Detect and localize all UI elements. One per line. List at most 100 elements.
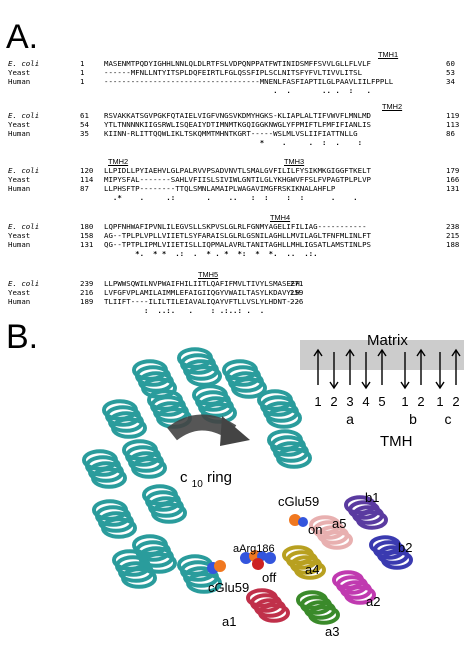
seq-start: 1 bbox=[80, 59, 85, 68]
ring-helix bbox=[257, 389, 302, 429]
sequence: LLPHSFTP--------TTQLSMNLAMAIPLWAGAVIMGFR… bbox=[104, 184, 336, 193]
seq-start: 54 bbox=[80, 120, 89, 129]
sequence: LLPIDLLPYIAEHVLGLPALRVVPSADVNVTLSMALGVFI… bbox=[104, 166, 371, 175]
tmh-label: TMH2 bbox=[108, 157, 129, 166]
seq-start: 216 bbox=[80, 288, 94, 297]
a4-helix bbox=[282, 545, 326, 580]
ring-helix bbox=[142, 484, 187, 524]
helix-number: 2 bbox=[330, 394, 337, 409]
species-name: Human bbox=[8, 240, 31, 249]
species-name: E. coli bbox=[8, 59, 40, 68]
species-name: Human bbox=[8, 297, 31, 306]
structure-labels: cGlu59 aArg186 on off cGlu59 a1 a2 a3 a4… bbox=[208, 490, 412, 639]
ring-label-subscript: 10 bbox=[192, 479, 204, 490]
seq-end: 119 bbox=[446, 111, 460, 120]
ring-helix bbox=[92, 499, 137, 539]
ring-helix bbox=[177, 347, 222, 387]
ring-helix bbox=[122, 439, 167, 479]
consensus-line: *. * * .: . * . * *: * *. .. .:. bbox=[104, 249, 327, 258]
c10-ring bbox=[82, 347, 312, 594]
residue-sphere bbox=[252, 558, 264, 570]
species-name: Human bbox=[8, 129, 31, 138]
a1-label: a1 bbox=[222, 614, 236, 629]
a2-label: a2 bbox=[366, 594, 380, 609]
cglu59-top-label: cGlu59 bbox=[278, 494, 319, 509]
helix-number: 5 bbox=[378, 394, 385, 409]
species-name: E. coli bbox=[8, 111, 40, 120]
residue-sphere bbox=[240, 552, 252, 564]
helix-number: 1 bbox=[401, 394, 408, 409]
b1-label: b1 bbox=[365, 490, 379, 505]
seq-end: 86 bbox=[446, 129, 455, 138]
helix-numbers: 1 2 3 4 5 1 2 1 2 bbox=[314, 394, 459, 409]
seq-end: 34 bbox=[446, 77, 455, 86]
helix-number: 4 bbox=[362, 394, 369, 409]
species-name: E. coli bbox=[8, 166, 40, 175]
ring-helix bbox=[222, 359, 267, 399]
subunit-label-b: b bbox=[409, 411, 417, 427]
species-name: Yeast bbox=[8, 288, 31, 297]
seq-end: 60 bbox=[446, 59, 455, 68]
on-label: on bbox=[308, 522, 322, 537]
helix-number: 2 bbox=[452, 394, 459, 409]
seq-start: 180 bbox=[80, 222, 94, 231]
sequence: KIINN-RLITTQQWLIKLTSKQMMTMHNTKGRT-----WS… bbox=[104, 129, 358, 138]
seq-start: 158 bbox=[80, 231, 94, 240]
seq-end: 166 bbox=[446, 175, 460, 184]
tmh-label: TMH1 bbox=[378, 50, 399, 59]
subunit-label-c: c bbox=[445, 411, 452, 427]
sequence: AG--TPLPLVPLLVIIETLSYFARAISLGLRLGSNILAGH… bbox=[104, 231, 371, 240]
consensus-line: : ..:. . : .:..: . . bbox=[104, 306, 282, 315]
residue-sphere bbox=[298, 517, 308, 527]
sequence: LLPWWSQWILNVPWAIFHILIITLQAFIFMVLTIVYLSMA… bbox=[104, 279, 300, 288]
tmh-label: TMH2 bbox=[382, 102, 403, 111]
b2-helix bbox=[369, 535, 413, 570]
seq-end: 226 bbox=[290, 297, 304, 306]
seq-start: 61 bbox=[80, 111, 89, 120]
seq-end: 113 bbox=[446, 120, 460, 129]
tmh-label: TMH3 bbox=[284, 157, 305, 166]
panel-b-structure: Matrix 1 2 3 4 5 1 2 1 2 a b c bbox=[82, 332, 464, 639]
sequence: RSVAKKATSGVPGKFQTAIELVIGFVNGSVKDMYHGKS-K… bbox=[104, 111, 371, 120]
residue-sphere bbox=[214, 560, 226, 572]
aarg186-label: aArg186 bbox=[233, 543, 275, 555]
species-name: Yeast bbox=[8, 231, 31, 240]
species-name: Yeast bbox=[8, 120, 31, 129]
a3-label: a3 bbox=[325, 624, 339, 639]
seq-start: 114 bbox=[80, 175, 94, 184]
sequence: YTLTNNNNKIIGSRWLISQEAIYDTIMNMTKGQIGGKNWG… bbox=[104, 120, 371, 129]
seq-end: 53 bbox=[446, 68, 455, 77]
tmh-axis-label: TMH bbox=[380, 433, 413, 450]
seq-start: 1 bbox=[80, 77, 85, 86]
subunit-label-a: a bbox=[346, 411, 354, 427]
seq-start: 189 bbox=[80, 297, 94, 306]
seq-end: 259 bbox=[290, 288, 304, 297]
ring-helix bbox=[82, 449, 127, 489]
seq-end: 188 bbox=[446, 240, 460, 249]
consensus-line: . . .. . : . bbox=[104, 86, 380, 95]
seq-start: 87 bbox=[80, 184, 89, 193]
matrix-label: Matrix bbox=[367, 332, 408, 349]
subunit-helices bbox=[246, 495, 413, 625]
sequence: MIPYSFAL-------SAHLVFIISLSIVIWLGNTILGLYK… bbox=[104, 175, 371, 184]
species-name: E. coli bbox=[8, 222, 40, 231]
a2-helix bbox=[332, 570, 376, 605]
species-name: Yeast bbox=[8, 175, 31, 184]
seq-start: 1 bbox=[80, 68, 85, 77]
subunit-group-labels: a b c bbox=[346, 411, 451, 427]
a4-label: a4 bbox=[305, 562, 319, 577]
rotation-arrow: c 10 ring bbox=[167, 414, 250, 490]
seq-start: 239 bbox=[80, 279, 94, 288]
